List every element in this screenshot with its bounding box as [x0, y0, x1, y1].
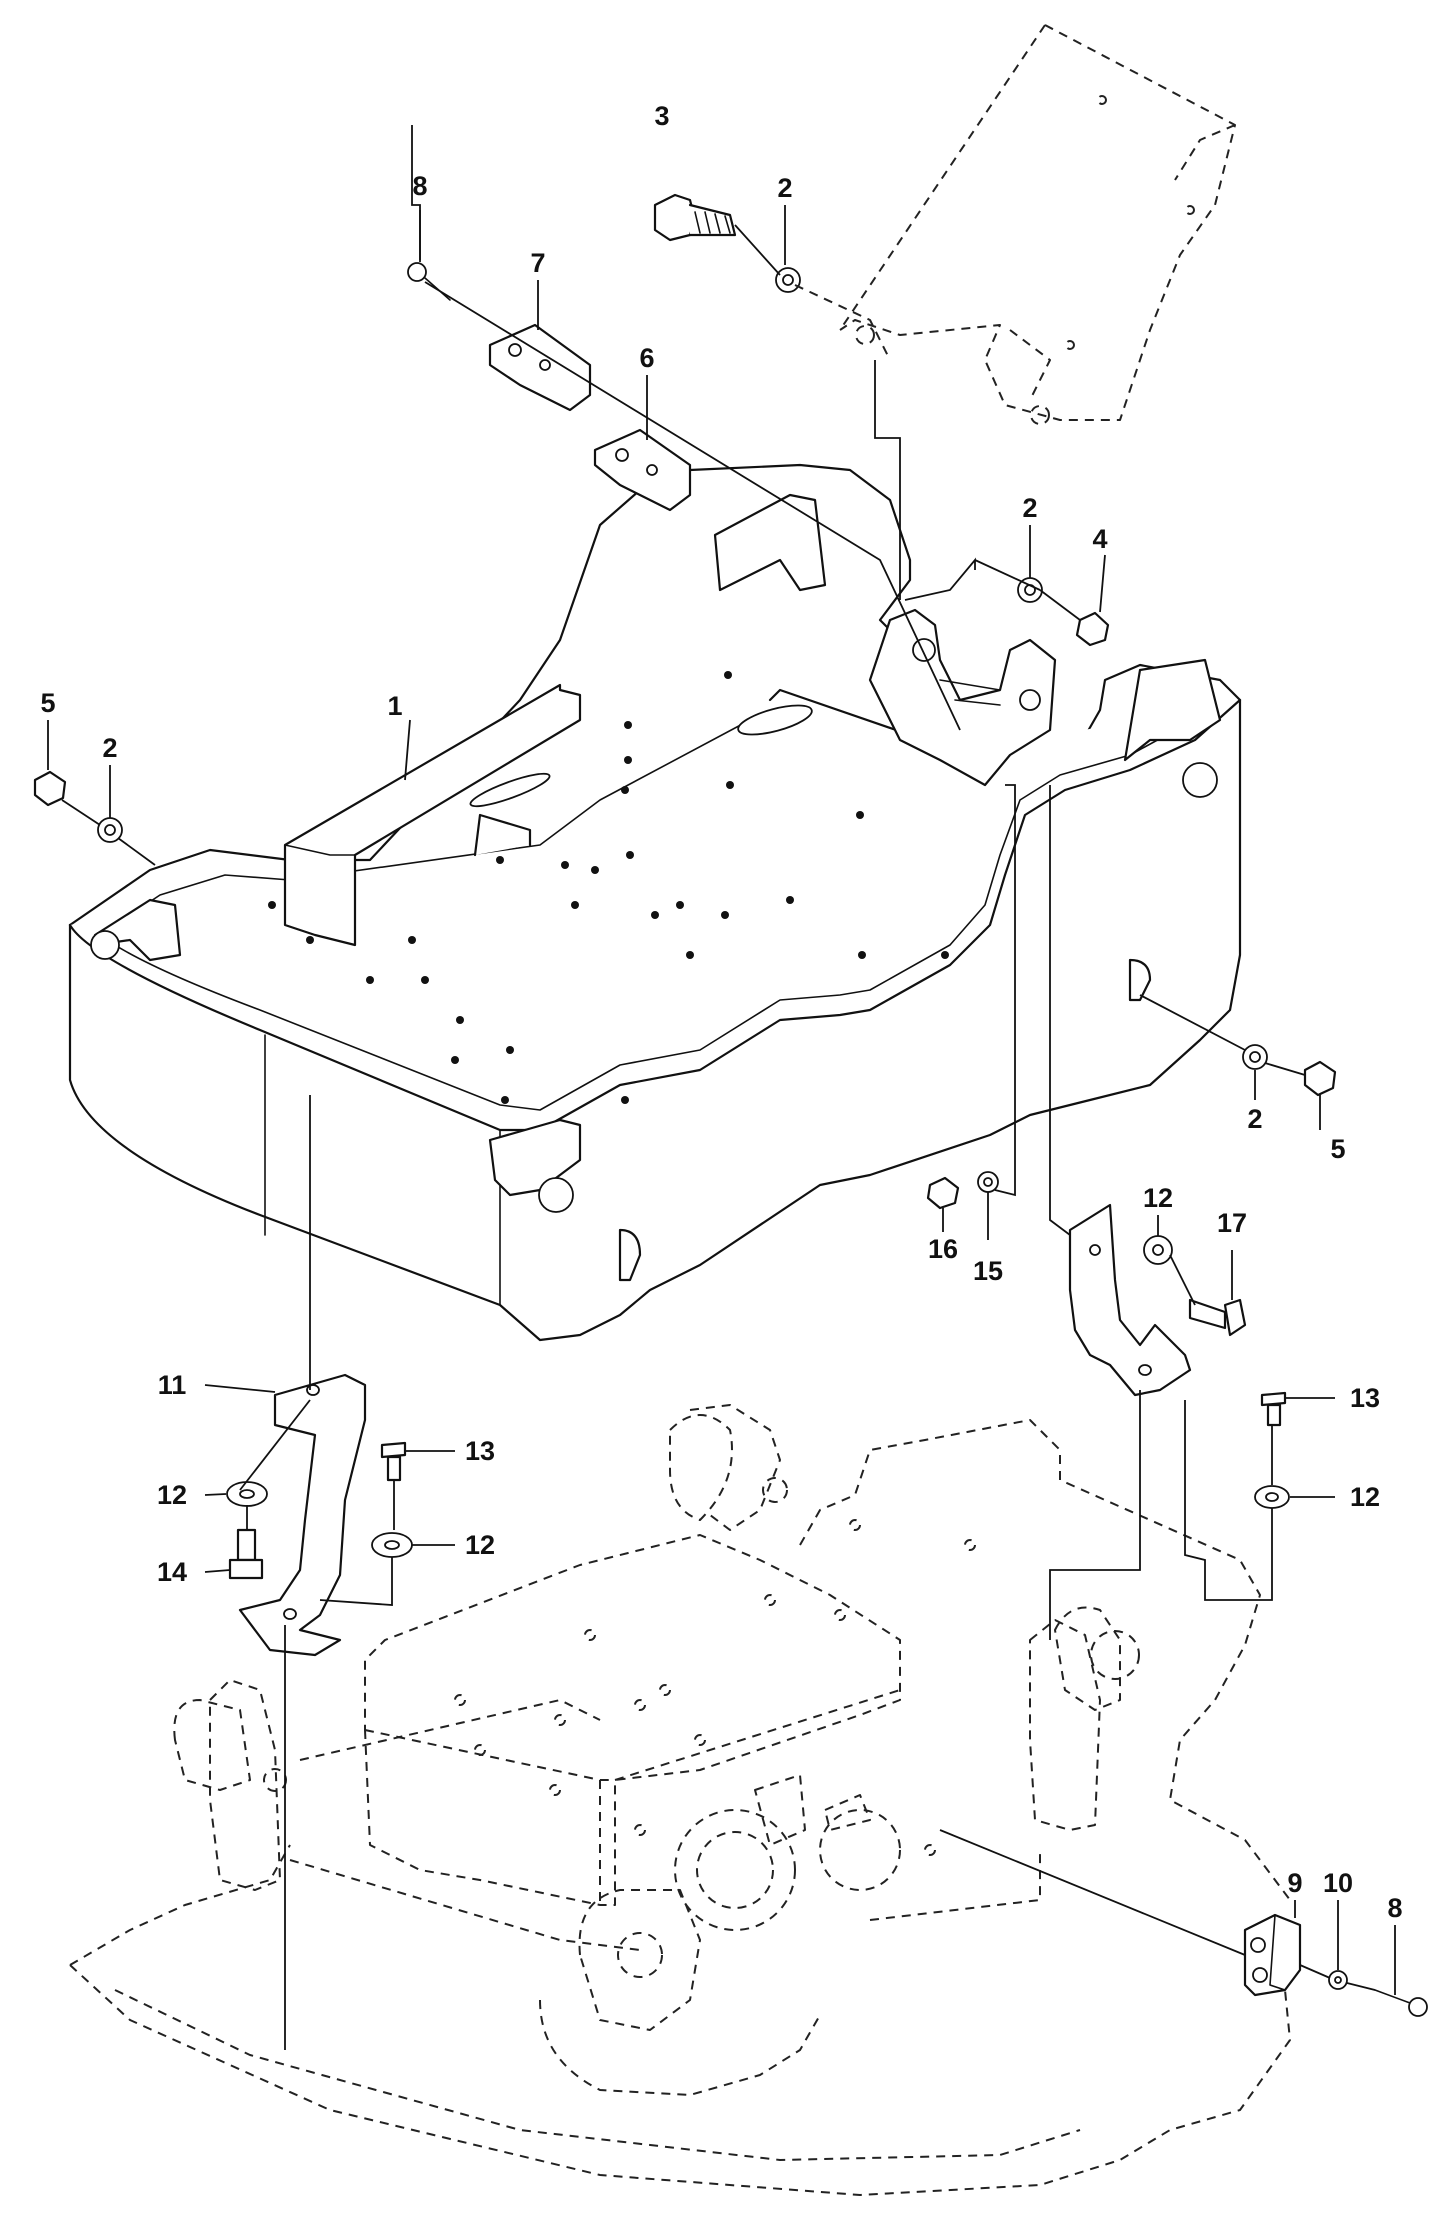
bracket-right: [1068, 1203, 1192, 1397]
callout-15: 15: [973, 1256, 1003, 1286]
callout-5: 5: [1330, 1134, 1345, 1164]
callout-14: 14: [157, 1557, 187, 1587]
callout-12: 12: [1350, 1482, 1380, 1512]
callout-10: 10: [1323, 1868, 1353, 1898]
clamp-part-6: [593, 428, 692, 512]
callout-4: 4: [1092, 524, 1107, 554]
callout-9: 9: [1287, 1868, 1302, 1898]
base-frame: [68, 463, 1242, 1342]
nut-part-5-left: [33, 770, 67, 807]
callout-13: 13: [465, 1436, 495, 1466]
bolt-part-13-right: [1260, 1391, 1287, 1427]
callout-3: 3: [654, 101, 669, 131]
callout-5: 5: [40, 688, 55, 718]
handle-outline-dashed: [839, 24, 1236, 425]
callout-leaders: [47, 125, 1396, 1995]
callout-8: 8: [1387, 1893, 1402, 1923]
callout-13: 13: [1350, 1383, 1380, 1413]
bolt-part-13-left: [380, 1441, 407, 1482]
vibration-plate-dashed: [69, 1404, 1291, 2196]
bracket-left: [238, 1373, 367, 1657]
callout-7: 7: [530, 248, 545, 278]
nut-part-4: [1075, 611, 1110, 647]
bolt-part-3: [653, 193, 737, 242]
callout-labels: 1 2 2 2 2 3 4 5 5 6 7 8 8 9 10 11 12 12 …: [40, 101, 1402, 1923]
callout-2: 2: [1247, 1104, 1262, 1134]
nut-part-5-right: [1303, 1060, 1337, 1097]
callout-1: 1: [387, 691, 402, 721]
callout-2: 2: [1022, 493, 1037, 523]
bolt-part-14: [228, 1528, 264, 1580]
callout-8: 8: [412, 171, 427, 201]
callout-12: 12: [157, 1480, 187, 1510]
callout-12: 12: [465, 1530, 495, 1560]
assembly-lines: [61, 224, 1376, 2050]
screw-part-8-bottom: [1374, 1989, 1428, 2017]
callout-12: 12: [1143, 1183, 1173, 1213]
callout-11: 11: [158, 1370, 187, 1400]
clamp-part-7: [488, 323, 592, 412]
callout-2: 2: [102, 733, 117, 763]
callout-16: 16: [928, 1234, 958, 1264]
callout-2: 2: [777, 173, 792, 203]
callout-17: 17: [1217, 1208, 1247, 1238]
callout-6: 6: [639, 343, 654, 373]
nut-part-16: [926, 1176, 960, 1210]
bolt-part-17: [1188, 1298, 1247, 1337]
clamp-part-9: [1243, 1913, 1302, 1997]
